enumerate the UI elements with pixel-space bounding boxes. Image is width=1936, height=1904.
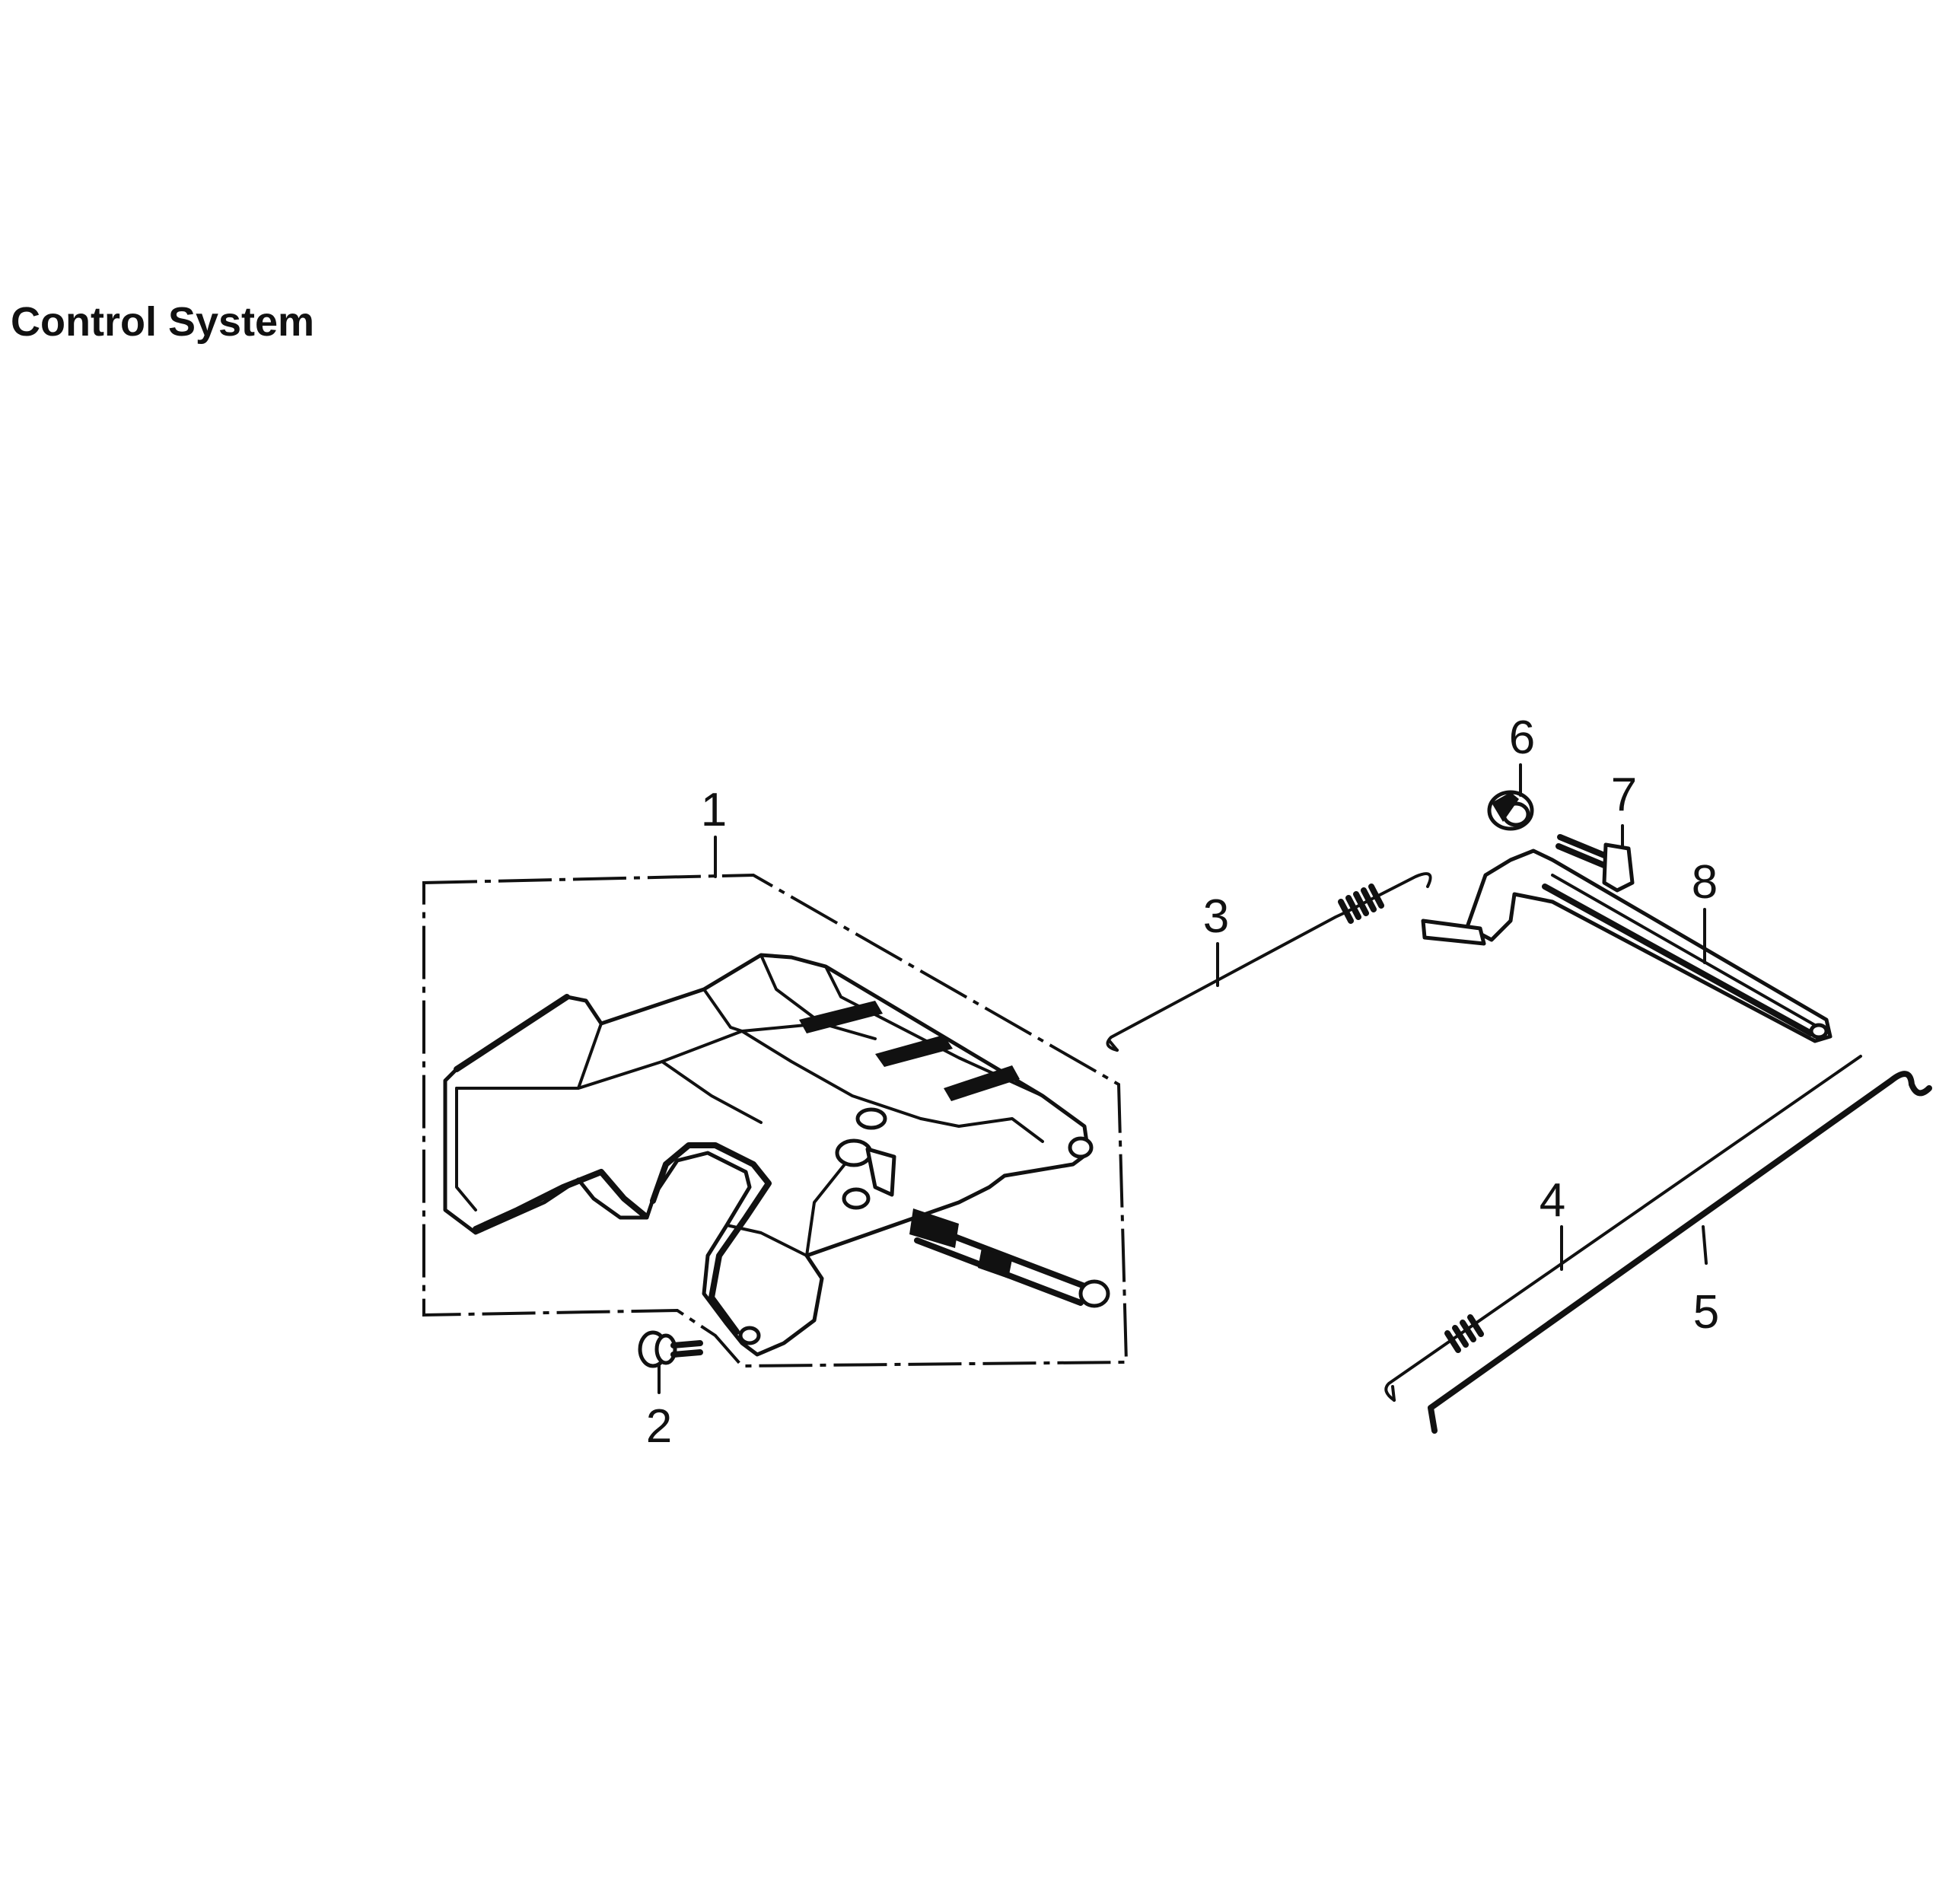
group-outline — [422, 873, 1129, 1368]
callout-6: 6 — [1509, 712, 1535, 764]
callout-4: 4 — [1540, 1174, 1565, 1227]
flange-bolt-icon — [638, 1330, 703, 1368]
callout-7: 7 — [1611, 769, 1637, 821]
callout-1: 1 — [701, 784, 727, 836]
callout-3: 3 — [1203, 890, 1229, 943]
governor-rod-icon — [1428, 1071, 1932, 1434]
control-cover-icon — [443, 953, 1110, 1357]
diagram-title: Control System — [11, 299, 315, 345]
flange-nut-icon — [1487, 790, 1534, 831]
spring-rod-icon — [1106, 872, 1432, 1052]
callout-2: 2 — [646, 1400, 672, 1453]
callout-8: 8 — [1692, 856, 1718, 909]
leader-lines — [658, 763, 1708, 1394]
throttle-spring-rod-icon — [1384, 1055, 1862, 1402]
callout-5: 5 — [1693, 1286, 1719, 1339]
governor-arm-icon — [1421, 849, 1833, 1043]
lever-bolt-icon — [1555, 834, 1635, 893]
